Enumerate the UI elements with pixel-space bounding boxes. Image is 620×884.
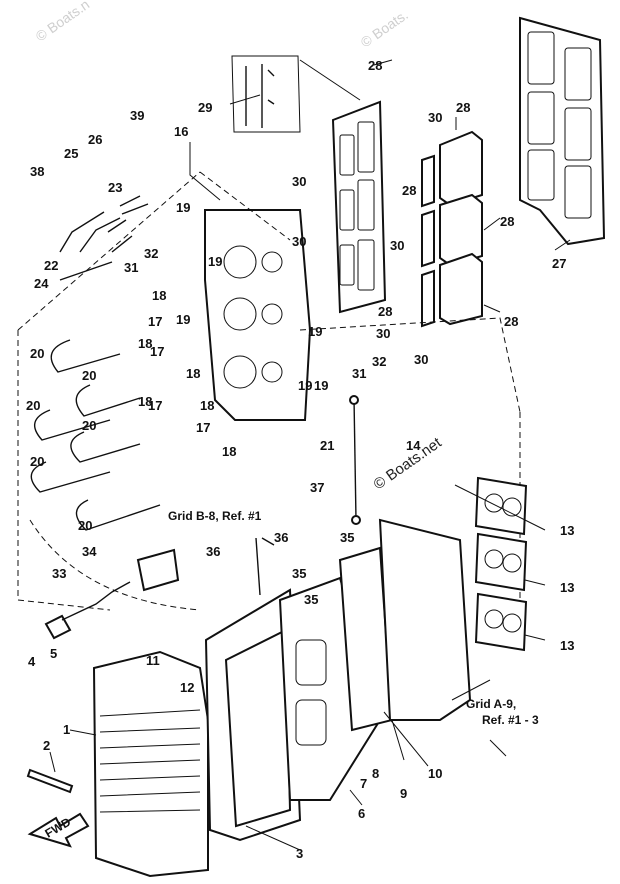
note-grid-a9-line2: Ref. #1 - 3 <box>482 713 539 727</box>
label-28b: 28 <box>456 100 470 115</box>
label-20a: 20 <box>30 346 44 361</box>
label-29: 29 <box>198 100 212 115</box>
label-32a: 32 <box>144 246 158 261</box>
label-8: 8 <box>372 766 379 781</box>
label-16: 16 <box>174 124 188 139</box>
label-17c: 17 <box>148 398 162 413</box>
exhaust-cover-1 <box>92 650 209 878</box>
label-13b: 13 <box>560 580 574 595</box>
note-grid-b8: Grid B-8, Ref. #1 <box>168 509 262 523</box>
label-30e: 30 <box>376 326 390 341</box>
label-19b: 19 <box>208 254 222 269</box>
label-17d: 17 <box>196 420 210 435</box>
fwd-arrow-icon: FWD <box>27 812 90 848</box>
label-34: 34 <box>82 544 97 559</box>
hoses-20 <box>30 261 161 531</box>
label-27: 27 <box>552 256 566 271</box>
label-28c: 28 <box>402 183 416 198</box>
label-30b: 30 <box>292 174 306 189</box>
label-28e: 28 <box>378 304 392 319</box>
label-11: 11 <box>146 653 160 668</box>
sensor-34 <box>136 548 180 592</box>
note-grid-a9-line1: Grid A-9, <box>466 697 516 711</box>
label-26: 26 <box>88 132 102 147</box>
label-35a: 35 <box>340 530 354 545</box>
watermark-top-left: © Boats.n <box>33 0 93 44</box>
label-24: 24 <box>34 276 49 291</box>
label-30c: 30 <box>292 234 306 249</box>
label-19d: 19 <box>308 324 322 339</box>
plate-2 <box>26 768 74 794</box>
label-38: 38 <box>30 164 44 179</box>
gaskets-13 <box>474 476 528 652</box>
label-30f: 30 <box>414 352 428 367</box>
label-23: 23 <box>108 180 122 195</box>
label-28a: 28 <box>368 58 382 73</box>
label-20d: 20 <box>82 418 96 433</box>
label-20f: 20 <box>78 518 92 533</box>
label-32b: 32 <box>372 354 386 369</box>
label-20b: 20 <box>82 368 96 383</box>
label-31b: 31 <box>352 366 366 381</box>
label-18c: 18 <box>138 394 152 409</box>
label-13c: 13 <box>560 638 574 653</box>
label-4: 4 <box>28 654 36 669</box>
label-5: 5 <box>50 646 57 661</box>
reed-valve-plate <box>331 100 387 314</box>
label-19f: 19 <box>314 378 328 393</box>
inset-detail-29 <box>231 55 361 133</box>
label-7: 7 <box>360 776 367 791</box>
label-18e: 18 <box>200 398 214 413</box>
watermark-top-mid: © Boats. <box>358 6 411 50</box>
label-36b: 36 <box>274 530 288 545</box>
label-20e: 20 <box>30 454 44 469</box>
label-35b: 35 <box>292 566 306 581</box>
label-1: 1 <box>63 722 70 737</box>
label-18d: 18 <box>186 366 200 381</box>
label-2: 2 <box>43 738 50 753</box>
label-19a: 19 <box>176 200 190 215</box>
label-28f: 28 <box>504 314 518 329</box>
reed-blocks <box>421 130 483 328</box>
cylinder-block <box>204 209 312 421</box>
label-21: 21 <box>320 438 334 453</box>
label-14: 14 <box>406 438 421 453</box>
label-35c: 35 <box>304 592 318 607</box>
bolt-37 <box>349 395 361 525</box>
label-10: 10 <box>428 766 442 781</box>
label-20c: 20 <box>26 398 40 413</box>
label-6: 6 <box>358 806 365 821</box>
label-19e: 19 <box>298 378 312 393</box>
label-37: 37 <box>310 480 324 495</box>
label-25: 25 <box>64 146 78 161</box>
label-9: 9 <box>400 786 407 801</box>
gasket-3 <box>204 588 302 842</box>
label-17a: 17 <box>148 314 162 329</box>
hoses-22-23 <box>59 195 149 253</box>
label-31a: 31 <box>124 260 138 275</box>
label-30d: 30 <box>390 238 404 253</box>
label-39: 39 <box>130 108 144 123</box>
label-36a: 36 <box>206 544 220 559</box>
label-17b: 17 <box>150 344 164 359</box>
fitting-33 <box>44 581 131 640</box>
part-numbers: 1 2 3 4 5 6 7 8 9 10 11 12 13 13 13 14 1… <box>26 58 574 861</box>
label-28d: 28 <box>500 214 514 229</box>
label-18a: 18 <box>152 288 166 303</box>
label-13a: 13 <box>560 523 574 538</box>
label-12: 12 <box>180 680 194 695</box>
gasket-27 <box>519 16 606 246</box>
label-18b: 18 <box>138 336 152 351</box>
label-33: 33 <box>52 566 66 581</box>
label-30a: 30 <box>428 110 442 125</box>
label-22: 22 <box>44 258 58 273</box>
label-18f: 18 <box>222 444 236 459</box>
label-3: 3 <box>296 846 303 861</box>
bolt-36 <box>255 537 275 596</box>
label-19c: 19 <box>176 312 190 327</box>
manifold-plates <box>338 518 472 732</box>
leader-lines <box>49 59 571 851</box>
